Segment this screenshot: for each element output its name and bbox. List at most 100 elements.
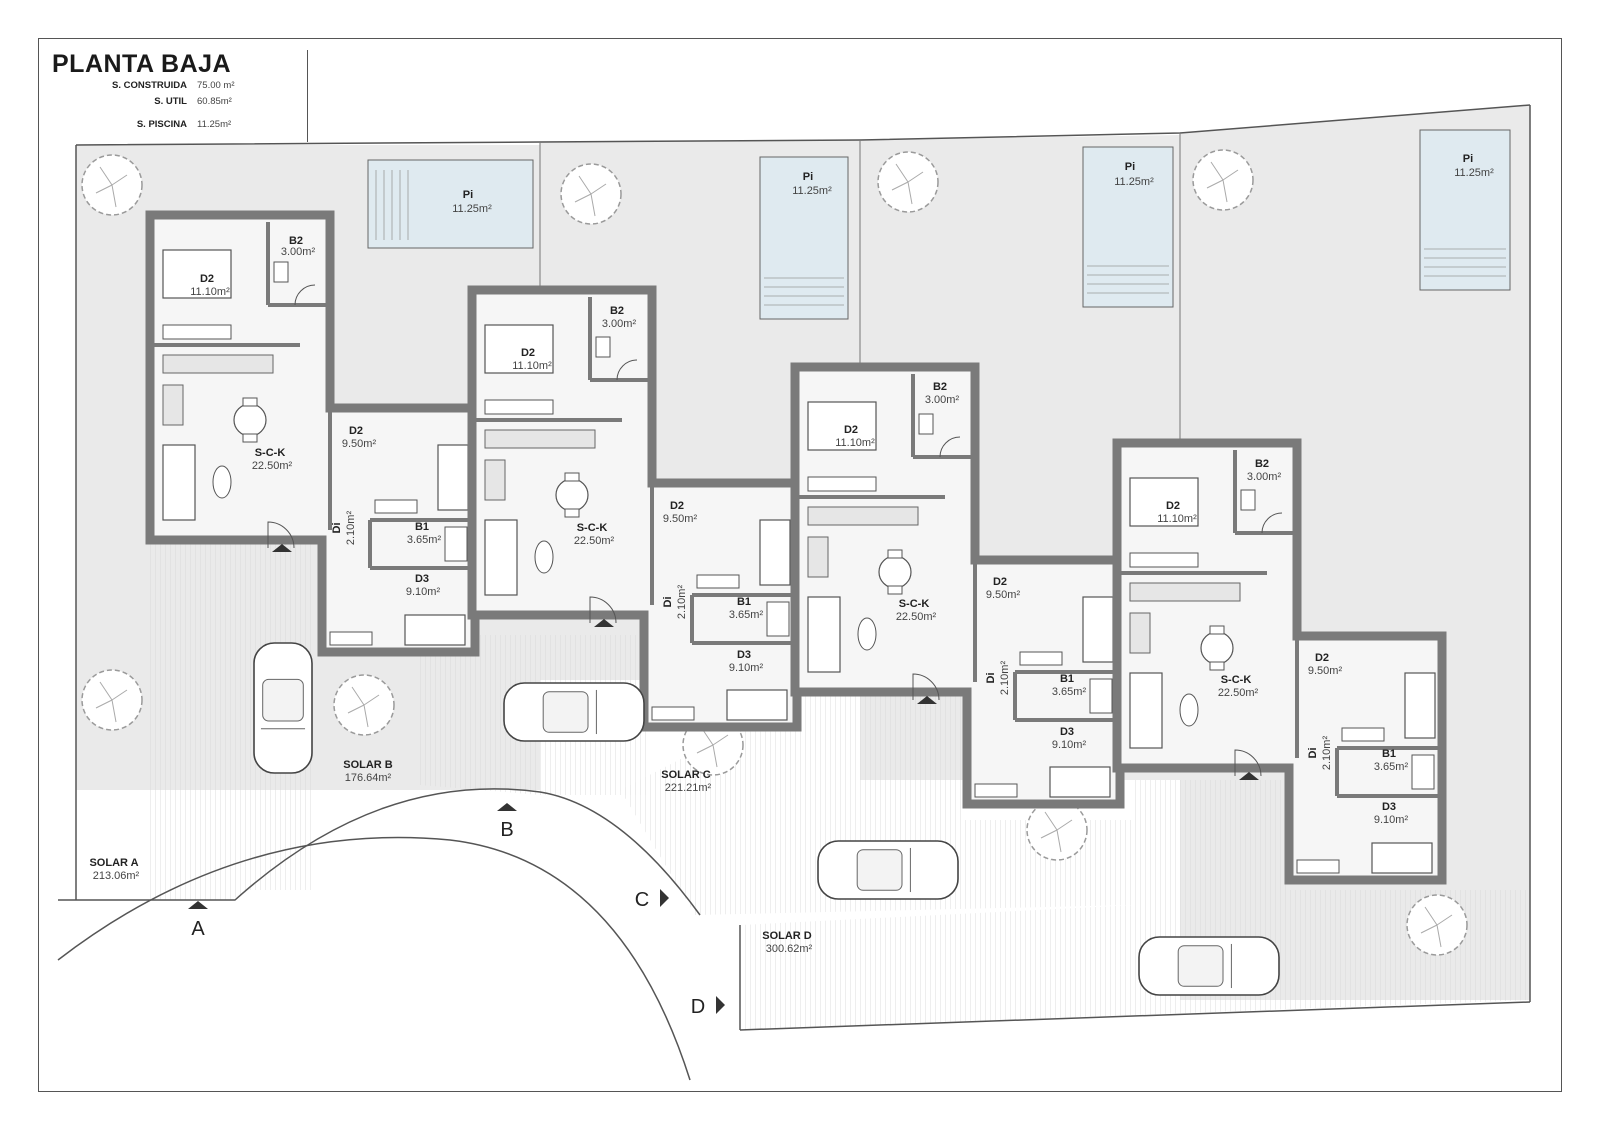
room-di-area: 2.10m² [999, 661, 1011, 696]
cars [253, 642, 1280, 996]
room-sck-area: 22.50m² [896, 611, 937, 623]
room-d2-label: D2 [1166, 500, 1180, 512]
room-d2-label: D2 [200, 273, 214, 285]
room-d3-area: 9.10m² [406, 586, 441, 598]
pool-label: Pi [1463, 153, 1473, 165]
triangle-icon [497, 803, 517, 811]
sofa-icon [484, 519, 518, 596]
room-d2-area: 9.50m² [1308, 665, 1343, 677]
room-b2-area: 3.00m² [1247, 471, 1282, 483]
room-b1-area: 3.65m² [407, 534, 442, 546]
room-d2-label: D2 [1315, 652, 1329, 664]
pool-steps [375, 170, 409, 240]
sink-icon [807, 536, 829, 578]
triangle-icon [1239, 772, 1259, 780]
chair-icon [564, 508, 580, 518]
toilet-icon [1240, 489, 1256, 511]
driveway-d [740, 780, 1530, 1030]
chair-icon [564, 472, 580, 482]
rug-icon [534, 540, 554, 574]
dining-table-icon [555, 478, 589, 512]
tree-icon [81, 669, 143, 731]
pool-area: 11.25m² [1114, 176, 1154, 188]
room-d3-area: 9.10m² [1052, 739, 1087, 751]
wardrobe-icon [807, 476, 877, 492]
pool-steps [1087, 265, 1169, 294]
chair-icon [242, 397, 258, 407]
room-sck-label: S-C-K [577, 522, 608, 534]
bed-icon [807, 401, 877, 451]
wardrobe-icon [696, 574, 740, 589]
room-sck-area: 22.50m² [1218, 687, 1259, 699]
shower-icon [444, 526, 468, 562]
room-sck-area: 22.50m² [574, 535, 615, 547]
bed-icon [1049, 766, 1111, 798]
room-d3-label: D3 [737, 649, 751, 661]
bed-icon [484, 324, 554, 374]
room-d3-area: 9.10m² [729, 662, 764, 674]
rug-icon [212, 465, 232, 499]
pool-label: Pi [1125, 161, 1135, 173]
chair-icon [1209, 661, 1225, 671]
plot-b-area: 176.64m² [345, 772, 392, 784]
driveways [150, 540, 1530, 1030]
entrance-d-label: D [691, 996, 705, 1018]
pool-1: Pi 11.25m² [367, 159, 534, 249]
sofa-icon [162, 444, 196, 521]
room-b1-area: 3.65m² [1052, 686, 1087, 698]
door-swing [616, 359, 638, 381]
sink-icon [484, 459, 506, 501]
wardrobe-icon [974, 783, 1018, 798]
room-sck-label: S-C-K [899, 598, 930, 610]
pool-area: 11.25m² [452, 203, 492, 215]
road-edge-outer [58, 788, 701, 916]
tree-icon [877, 151, 939, 213]
room-d2-label: D2 [993, 576, 1007, 588]
dining-table-icon [1200, 631, 1234, 665]
plot-a-name: SOLAR A [89, 857, 138, 869]
chair-icon [887, 585, 903, 595]
pool-2: Pi 11.25m² [759, 156, 849, 320]
wardrobe-icon [1341, 727, 1385, 742]
house-1 [145, 210, 480, 657]
room-b2-label: B2 [610, 305, 624, 317]
car-icon [817, 840, 959, 900]
tree-icon [560, 163, 622, 225]
tree-icon [1026, 799, 1088, 861]
bed-icon [759, 519, 791, 586]
driveway-a [150, 540, 315, 900]
dining-table-icon [878, 555, 912, 589]
tree-icon [81, 154, 143, 216]
room-b1-label: B1 [1382, 748, 1396, 760]
room-d2-label: D2 [521, 347, 535, 359]
triangle-icon [716, 996, 725, 1014]
kitchen-counter [1129, 582, 1241, 602]
shower-icon [1089, 678, 1113, 714]
bed-icon [1371, 842, 1433, 874]
entrance-c-label: C [635, 889, 649, 911]
door-swing [589, 596, 617, 624]
driveway-c [620, 695, 1135, 915]
plan-title: PLANTA BAJA [52, 50, 232, 78]
room-di-area: 2.10m² [345, 511, 357, 546]
wardrobe-icon [1296, 859, 1340, 874]
triangle-icon [917, 696, 937, 704]
sink-icon [1129, 612, 1151, 654]
toilet-icon [918, 413, 934, 435]
pool-area: 11.25m² [1454, 167, 1494, 179]
bed-icon [1404, 672, 1436, 739]
room-b1-label: B1 [1060, 673, 1074, 685]
car-icon [253, 642, 313, 774]
chair-icon [242, 433, 258, 443]
sofa-icon [807, 596, 841, 673]
plot-b-name: SOLAR B [343, 759, 393, 771]
exterior-wall [1112, 438, 1447, 885]
door-swing [939, 436, 961, 458]
pool-steps [764, 277, 844, 306]
road-edge-inner [57, 836, 691, 1081]
door-swing [294, 284, 316, 306]
wardrobe-icon [1019, 651, 1063, 666]
